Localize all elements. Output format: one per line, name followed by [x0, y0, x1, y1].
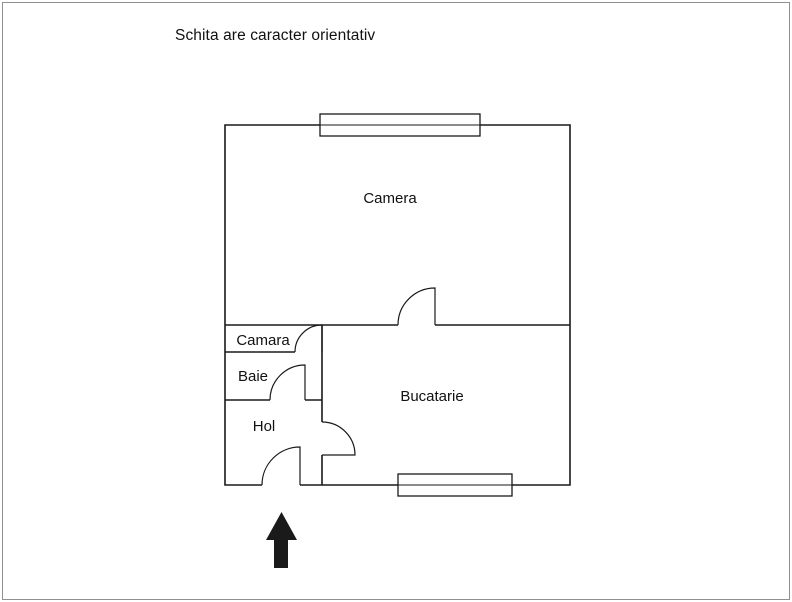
- door-camera: [397, 287, 436, 326]
- room-label-camara: Camara: [236, 332, 290, 349]
- door-camara: [294, 324, 323, 353]
- plan-title: Schita are caracter orientativ: [175, 27, 376, 44]
- room-label-hol: Hol: [253, 418, 276, 435]
- door-entrance: [261, 446, 301, 486]
- outer-walls: [224, 124, 571, 486]
- window-top: [319, 113, 481, 137]
- door-baie: [269, 364, 306, 401]
- room-label-baie: Baie: [238, 368, 268, 385]
- entrance-arrow-icon: [266, 512, 297, 568]
- door-bucatarie: [321, 421, 356, 456]
- window-bottom: [397, 473, 513, 497]
- room-label-bucatarie: Bucatarie: [400, 388, 463, 405]
- room-label-camera: Camera: [363, 190, 417, 207]
